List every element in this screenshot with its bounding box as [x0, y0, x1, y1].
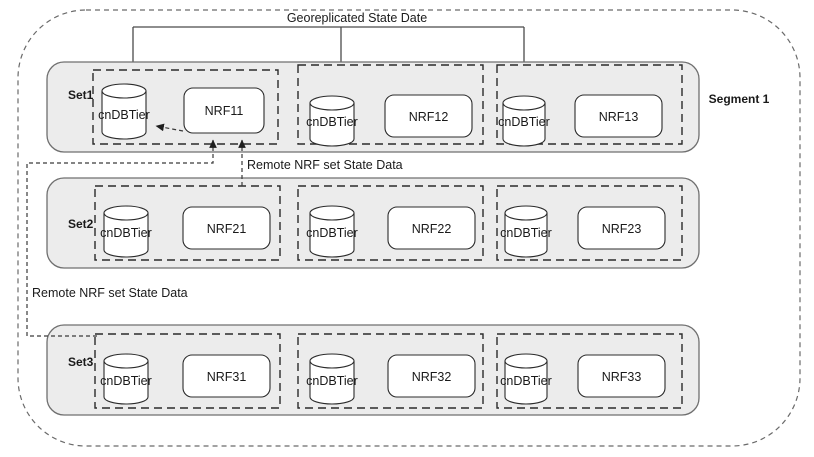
nrf-label-NRF21: NRF21 [207, 222, 247, 236]
nrf-box-NRF31 [182, 354, 271, 398]
cnDBTier-cylinder-set3-1 [103, 353, 149, 405]
group-box-set1-3 [496, 64, 683, 145]
cnDBTier-cylinder-set1-1 [101, 83, 147, 140]
cnDBTier-label-set2-1: cnDBTier [100, 226, 152, 240]
cnDBTier-label-set3-2: cnDBTier [306, 374, 358, 388]
nrf-label-NRF13: NRF13 [599, 110, 639, 124]
nrf-label-NRF12: NRF12 [409, 110, 449, 124]
nrf-box-NRF21 [182, 206, 271, 250]
group-box-set2-2 [297, 185, 484, 261]
nrf-box-NRF33 [577, 354, 666, 398]
nrf-box-NRF13 [574, 94, 663, 138]
nrf-label-NRF31: NRF31 [207, 370, 247, 384]
set-label-set2: Set2 [68, 217, 94, 231]
nrf-box-NRF11 [183, 87, 265, 134]
group-box-set1-2 [297, 64, 484, 145]
group-box-set3-2 [297, 333, 484, 409]
cnDBTier-cylinder-set2-2 [309, 205, 355, 258]
nrf-label-NRF23: NRF23 [602, 222, 642, 236]
nrf-box-NRF12 [384, 94, 473, 138]
remote-state-connector-set3-to-nrf11 [26, 139, 217, 337]
cnDBTier-cylinder-set1-2 [309, 95, 355, 147]
group-box-set3-3 [496, 333, 683, 409]
remote-state-label-upper: Remote NRF set State Data [247, 158, 403, 172]
segment-label: Segment 1 [709, 92, 770, 106]
set-label-set1: Set1 [68, 88, 94, 102]
cnDBTier-cylinder-set1-3 [502, 95, 546, 147]
cnDBTier-cylinder-set3-2 [309, 353, 355, 405]
cnDBTier-label-set3-3: cnDBTier [500, 374, 552, 388]
nrf-label-NRF22: NRF22 [412, 222, 452, 236]
nrf-box-NRF32 [387, 354, 476, 398]
cnDBTier-label-set1-3: cnDBTier [498, 115, 550, 129]
cnDBTier-cylinder-set2-3 [504, 205, 548, 258]
cnDBTier-cylinder-set3-3 [504, 353, 548, 405]
nrf-label-NRF33: NRF33 [602, 370, 642, 384]
group-box-set2-3 [496, 185, 683, 261]
georeplicated-state-label: Georeplicated State Date [287, 11, 427, 25]
cnDBTier-label-set1-2: cnDBTier [306, 115, 358, 129]
cnDBTier-label-set3-1: cnDBTier [100, 374, 152, 388]
group-box-set2-1 [94, 185, 281, 261]
cnDBTier-cylinder-set2-1 [103, 205, 149, 258]
nrf-box-NRF22 [387, 206, 476, 250]
nrf-label-NRF32: NRF32 [412, 370, 452, 384]
segment-boundary [17, 9, 801, 447]
nrf-box-NRF23 [577, 206, 666, 250]
set-label-set3: Set3 [68, 355, 94, 369]
cnDBTier-label-set1-1: cnDBTier [98, 108, 150, 122]
cnDBTier-label-set2-3: cnDBTier [500, 226, 552, 240]
group-box-set1-1 [92, 69, 279, 145]
nrf-to-db-arrow-set1-1 [155, 123, 184, 132]
group-box-set3-1 [94, 333, 281, 409]
cnDBTier-label-set2-2: cnDBTier [306, 226, 358, 240]
remote-state-label-lower: Remote NRF set State Data [32, 286, 188, 300]
nrf-label-NRF11: NRF11 [205, 104, 244, 118]
